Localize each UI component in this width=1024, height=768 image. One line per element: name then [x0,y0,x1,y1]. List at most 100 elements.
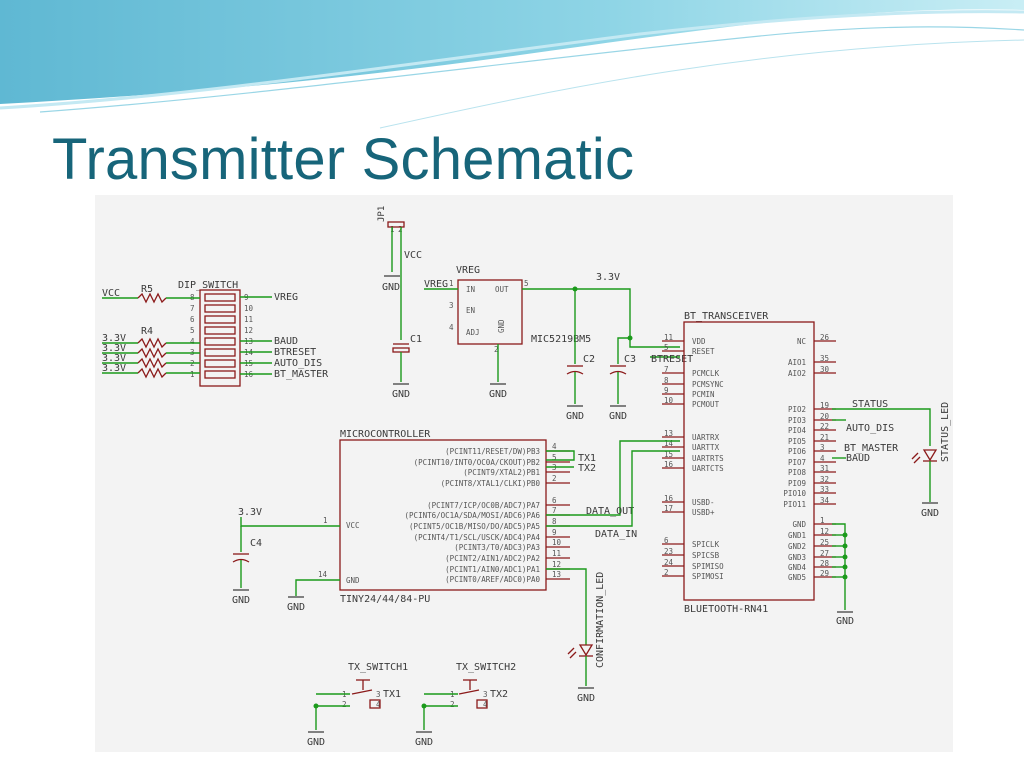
mcu-gnd-wire [295,579,340,596]
tx-switch2-pin: 3 [483,690,488,699]
vreg-body [457,279,523,345]
bt-right-pin-number: 27 [820,549,829,558]
bt-left-pin-number: 8 [664,376,669,385]
dip-out-btmaster: BT_MASTER [274,369,329,380]
dip-key [204,293,236,302]
dip-key [204,315,236,324]
capacitor-c2: C2 GND [566,289,595,422]
btreset-net-label: BTRESET [651,354,693,365]
vreg-pin-num: 3 [449,301,454,310]
dip-left-pin: 5 [190,326,195,335]
bt-left-pin-label: UARTRTS [692,454,724,463]
vreg-pin-out: OUT [495,285,509,294]
tx-switch2-wire [423,705,458,730]
mcu-pin-label: (PCINT1/AIN0/ADC1)PA1 [445,565,540,574]
bt-right-pin-label: PIO10 [783,489,806,498]
bt-right-pin-number: 34 [820,496,830,505]
jumper-pin-2: 2 [398,225,403,234]
c2-gnd-label: GND [566,411,584,422]
dip-switch-keys [204,293,236,379]
bt-right-pin-label: GND5 [788,573,806,582]
resistor-r4-label: R4 [141,326,153,337]
bt-left-pin-number: 7 [664,365,669,374]
mcu-gnd-num: 14 [318,570,328,579]
dip-in-label: 3.3V [102,353,126,364]
bt-right-pin-number: 35 [820,354,829,363]
bt-right-pin-label: GND2 [788,542,806,551]
data-out-wire [546,440,680,516]
confirmation-led-ray [569,651,577,659]
bt-right-pin-number: 19 [820,401,829,410]
bt-left-pin-label: UARTCTS [692,464,724,473]
bt-gnd-bus-wire [832,523,846,610]
bt-right-pin-label: PIO3 [788,416,806,425]
resistor-r5-label: R5 [141,284,153,295]
bt-part: BLUETOOTH-RN41 [684,604,768,615]
bt-left-pin-label: VDD [692,337,706,346]
vreg-pin-in: IN [466,285,475,294]
junction [421,703,427,709]
bt-right-pin-label: PIO4 [788,426,807,435]
dip-out-btreset: BTRESET [274,347,316,358]
tx-switch1-ref: TX_SWITCH1 [348,662,408,673]
mcu-pin-number: 9 [552,528,557,537]
junction [842,574,848,580]
bt-left-pin-number: 23 [664,547,673,556]
bt-left-pin-number: 16 [664,494,674,503]
c1-label: C1 [410,334,422,345]
junction [313,703,319,709]
mcu-pin-label: (PCINT11/RESET/DW)PB3 [445,447,540,456]
data-in-net: DATA_IN [595,529,637,540]
mcu-pin-number: 4 [552,442,557,451]
vreg-pin-gnd: GND [497,319,506,333]
bt-right-pin-number: 30 [820,365,830,374]
jumper-gnd-label: GND [382,282,400,293]
vreg-gnd-label: GND [489,389,507,400]
junction [842,564,848,570]
bt-right-pin-number: 26 [820,333,830,342]
bt-left-pin-number: 11 [664,333,673,342]
mcu-pin-number: 6 [552,496,557,505]
bt-right-pin-label: AIO1 [788,358,806,367]
mcu-pin-label: (PCINT5/OC1B/MISO/DO/ADC5)PA5 [409,522,540,531]
status-led-triangle [922,449,938,462]
tx-switch1-gnd: GND [307,737,325,748]
dip-out-vreg: VREG [274,292,298,303]
resistor-r4 [137,337,167,349]
c2-label: C2 [583,354,595,365]
bt-left-pin-label: PCMSYNC [692,380,724,389]
mcu-vcc-label: VCC [346,521,360,530]
tx-switch1-pin: 3 [376,690,381,699]
bt-right-pin-number: 3 [820,443,825,452]
bt-body [683,321,815,601]
tx-switch2-gnd: GND [415,737,433,748]
dip-switch-body [199,289,241,387]
vreg-part: MIC5219BM5 [531,334,591,345]
tx-switch1-pin: 2 [342,700,347,709]
confirmation-led: CONFIRMATION_LED GND [567,572,606,704]
tx-switch1-net: TX1 [383,689,401,700]
bt-right-pin-number: 28 [820,559,830,568]
dip-left-pin: 4 [190,337,195,346]
tx-switch2-contact [458,689,480,695]
dip-left-pin: 1 [190,370,195,379]
bt-left-pin-label: PCMOUT [692,400,720,409]
confirmation-led-label: CONFIRMATION_LED [595,572,606,668]
voltage-regulator: VREG IN OUT EN ADJ GND 1 3 4 5 2 VREG MI… [424,265,680,400]
bt-left-pin-number: 24 [664,558,674,567]
bt-right-pin-number: 33 [820,485,829,494]
vreg-pin-adj: ADJ [466,328,480,337]
bt-left-pin-number: 15 [664,450,673,459]
bt-right-pin-label: PIO9 [788,479,806,488]
junction [842,543,848,549]
tx-switch2-pin: 2 [450,700,455,709]
resistor [137,357,167,369]
bt-right-pin-number: 12 [820,527,829,536]
bt-left-pins: VDD11RESET5PCMCLK7PCMSYNC8PCMIN9PCMOUT10… [662,333,724,581]
junction [842,532,848,538]
tx1-net: TX1 [578,453,596,464]
bt-left-pin-number: 16 [664,460,674,469]
c3-gnd-label: GND [609,411,627,422]
dip-key [204,359,236,368]
status-net: STATUS [852,399,888,410]
